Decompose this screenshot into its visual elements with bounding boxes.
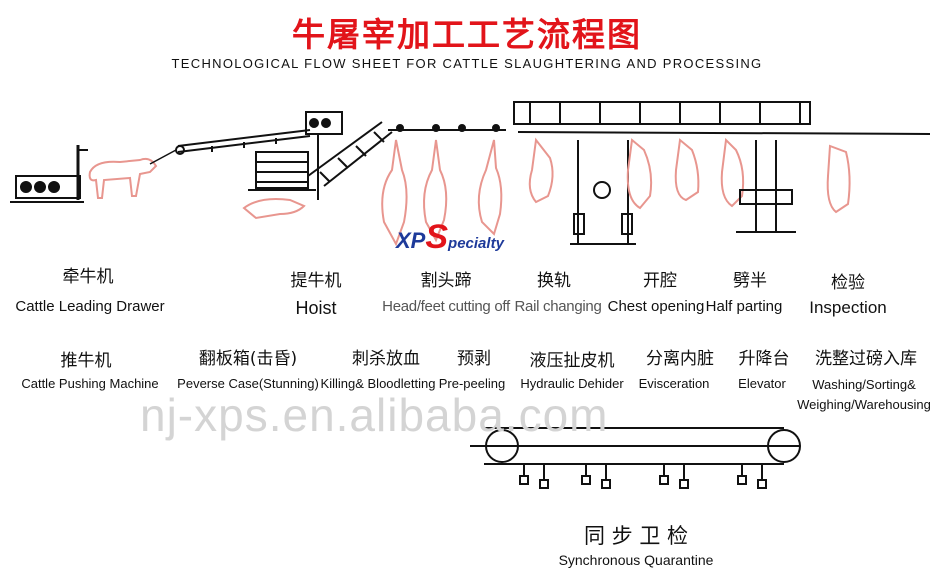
step-pre-peeling-cn: 预剥 [457,349,491,369]
step-chest-opening-cn: 开腔 [643,271,677,291]
step-elevator-en: Elevator [738,376,786,391]
step-elevator-cn: 升降台 [738,349,790,369]
quarantine-cn: 同 步 卫 检 [583,524,689,548]
overhead-conveyor-line [175,129,311,155]
hoist-machine [305,111,343,200]
step-half-parting-en: Half parting [705,298,783,315]
inclined-conveyor [307,121,393,187]
step-inspection-en: Inspection [809,298,887,317]
quarantine-hooks [519,464,767,489]
synchronous-quarantine-conveyor [470,427,801,489]
step-inspection-cn: 检验 [831,273,865,293]
diagram-title-en: TECHNOLOGICAL FLOW SHEET FOR CATTLE SLAU… [171,56,763,71]
step-evisceration-cn: 分离内脏 [646,349,714,369]
step-cattle-leading-drawer-cn: 牵牛机 [62,267,114,287]
step-evisceration-en: Evisceration [638,376,710,391]
step-hoist-cn: 提牛机 [290,271,342,291]
step-cattle-leading-drawer-en: Cattle Leading Drawer [15,298,165,315]
step-washing-weighing-en-line2: Weighing/Warehousing [797,397,931,412]
step-head-feet-cutting-en: Head/feet cutting off [382,298,510,315]
step-hydraulic-dehider-en: Hydraulic Dehider [520,376,624,391]
cattle-leading-drawer-machine [10,145,88,203]
elevator-platform [736,140,796,233]
stunning-box [248,151,316,191]
diagram-title-cn: 牛屠宰加工工艺流程图 [292,15,642,54]
step-washing-weighing-en: Washing/Sorting& [812,377,916,392]
hanging-carcasses-group-b [528,137,851,214]
step-stunning-case-en: Peverse Case(Stunning) [177,376,319,391]
step-cattle-pushing-machine-cn: 推牛机 [60,351,112,371]
step-rail-changing-en: Rail changing [514,298,602,315]
hanging-carcasses-group-a [381,139,503,247]
main-rail [388,124,931,135]
step-chest-opening-en: Chest opening [607,298,705,315]
step-cattle-pushing-machine-en: Cattle Pushing Machine [21,376,159,391]
step-killing-bloodletting-en: Killing& Bloodletting [320,376,436,391]
step-pre-peeling-en: Pre-peeling [438,376,506,391]
step-hoist-en: Hoist [295,298,337,318]
cow-figure [88,149,177,199]
step-head-feet-cutting-cn: 割头蹄 [420,271,472,291]
step-rail-changing-cn: 换轨 [537,271,571,291]
step-killing-bloodletting-cn: 刺杀放血 [352,349,420,369]
quarantine-en: Synchronous Quarantine [558,552,714,568]
rail-changing-frame [513,101,811,245]
step-stunning-case-cn: 翻板箱(击昏) [198,349,298,369]
watermark: nj-xps.en.alibaba.com [140,389,609,441]
xps-logo: XPSpecialty [396,218,504,256]
step-washing-weighing-cn: 洗整过磅入库 [815,349,917,369]
step-hydraulic-dehider-cn: 液压扯皮机 [529,351,615,371]
step-half-parting-cn: 劈半 [733,271,767,291]
stunned-cow-figure [242,198,306,220]
